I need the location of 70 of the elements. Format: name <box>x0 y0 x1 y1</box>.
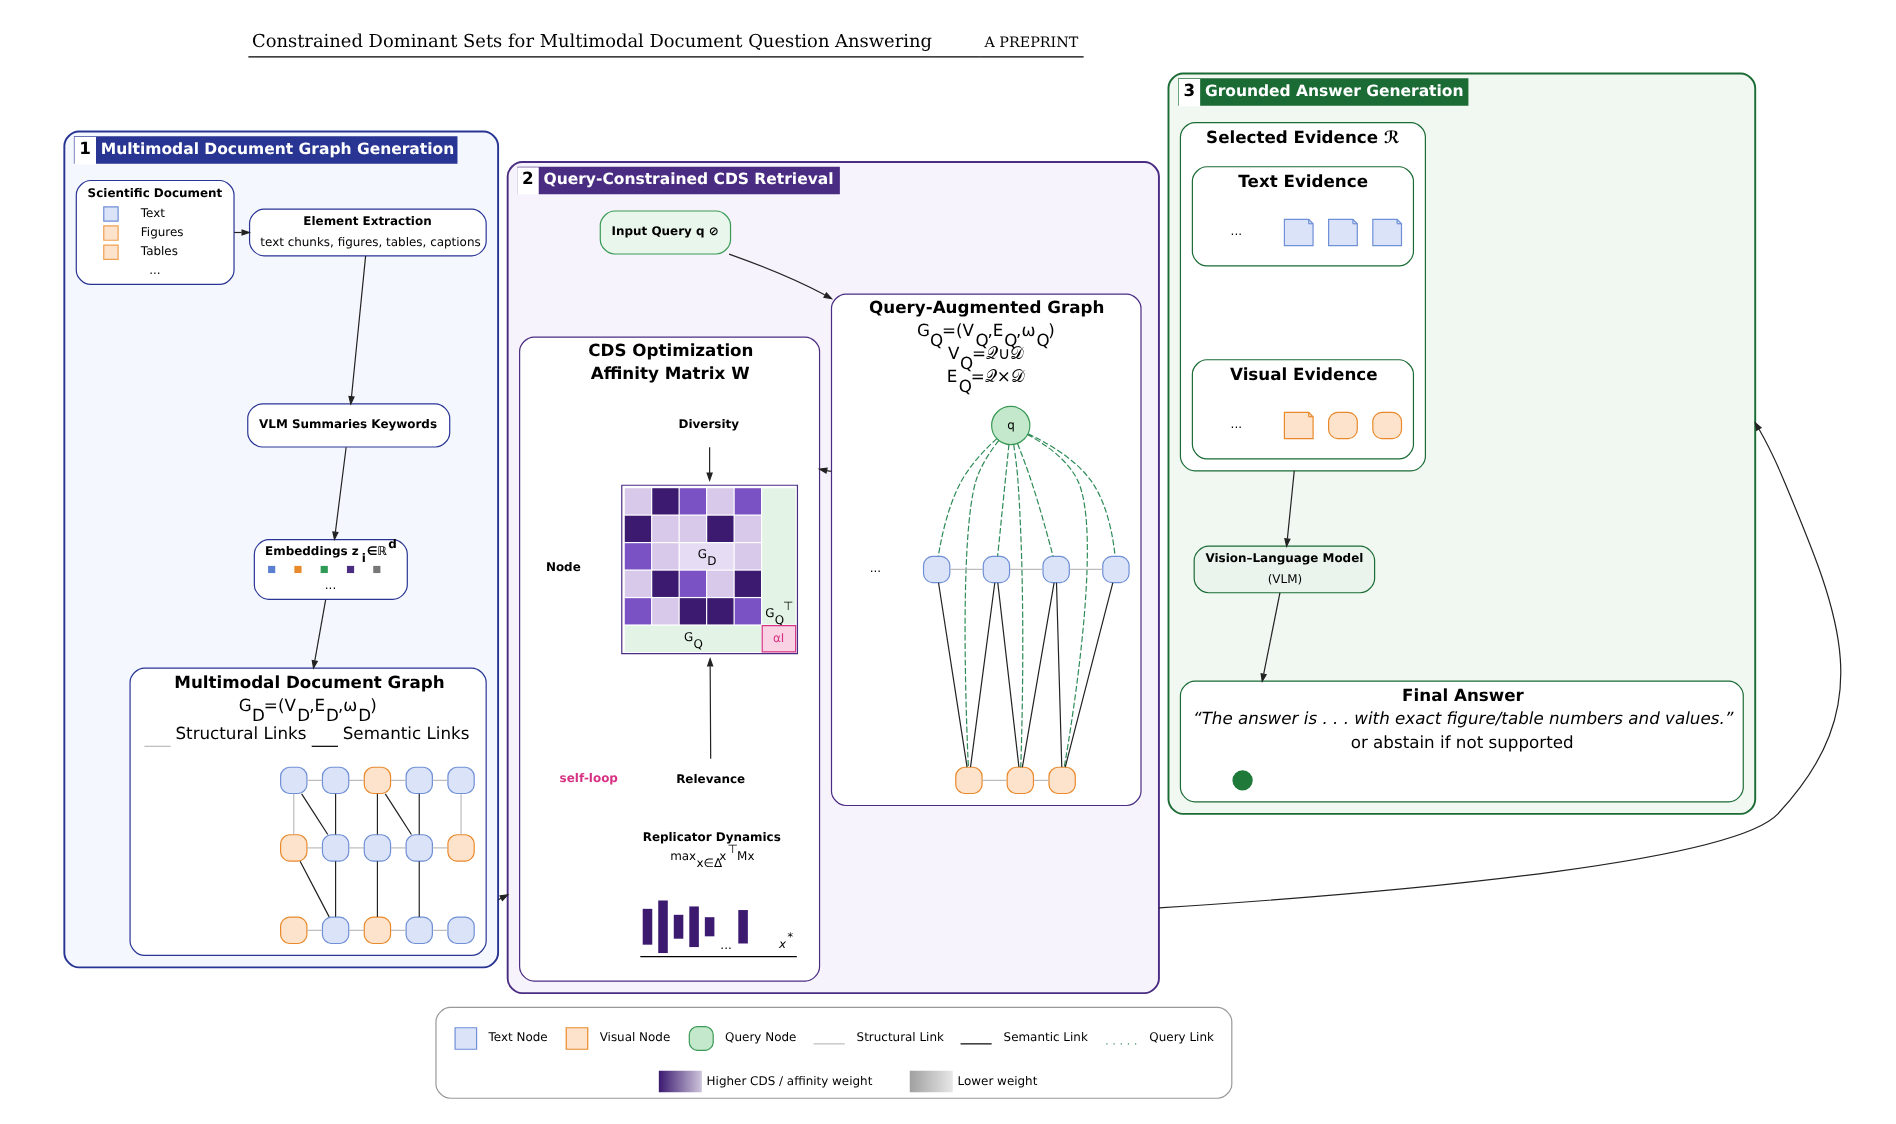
connector <box>1069 568 1104 571</box>
connector <box>969 582 996 768</box>
arrow <box>332 446 347 542</box>
arrow <box>1284 470 1295 548</box>
arrow <box>348 255 367 406</box>
connector <box>418 860 420 918</box>
arrow <box>1158 421 1842 909</box>
arrow <box>706 446 713 483</box>
connector <box>937 582 968 768</box>
cluster: Final Answer “The answer is . . . with exact figure/table numbers and values.” or abstain if not supported <box>1179 680 1744 803</box>
node-chart <box>1328 411 1358 440</box>
node-box <box>447 834 475 862</box>
connector <box>997 582 1020 768</box>
node-chart <box>1372 411 1403 440</box>
connector <box>376 793 378 836</box>
connector <box>301 793 329 836</box>
connector <box>1009 568 1044 571</box>
node-box <box>1006 766 1035 795</box>
connector <box>376 860 378 918</box>
connector <box>1055 582 1063 768</box>
connector <box>335 860 337 918</box>
connector <box>384 793 412 836</box>
connector <box>299 860 330 918</box>
connector <box>949 568 984 571</box>
node-box <box>1102 555 1130 584</box>
node-box <box>447 766 475 795</box>
arrow <box>728 253 834 300</box>
node-circle <box>1232 770 1253 791</box>
connector <box>1064 582 1114 768</box>
node-box <box>1042 555 1070 584</box>
arrow <box>706 657 714 760</box>
arrow <box>817 467 833 474</box>
node-box <box>405 766 433 795</box>
node-box <box>363 916 392 945</box>
connector <box>937 438 998 557</box>
node-box <box>280 766 308 795</box>
node-box <box>447 916 475 945</box>
connector <box>335 793 337 836</box>
arrow <box>497 894 510 902</box>
connector <box>1026 434 1088 768</box>
node-box <box>363 834 392 862</box>
arrow <box>1260 592 1281 683</box>
connector <box>418 793 420 836</box>
arrow <box>311 599 327 670</box>
connector <box>460 793 462 836</box>
node-box <box>280 834 308 862</box>
connector <box>293 793 295 836</box>
node-box <box>405 916 433 945</box>
connector <box>1013 443 1024 768</box>
node-box <box>280 916 308 945</box>
node-box <box>321 916 350 945</box>
node-box <box>922 555 951 584</box>
connector <box>1027 433 1116 557</box>
node-box <box>955 766 983 795</box>
label: Constrained Dominant Sets for Multimodal Document Question Answering <box>251 33 932 54</box>
connector <box>964 440 1000 768</box>
node-box <box>321 766 350 795</box>
connector <box>390 847 407 849</box>
connector <box>997 444 1010 557</box>
connector <box>432 847 449 849</box>
node-box <box>321 834 350 862</box>
node-box <box>405 834 433 862</box>
node-box <box>1048 766 1076 795</box>
connector <box>306 847 323 849</box>
connector <box>1016 442 1054 557</box>
node-box <box>363 766 392 795</box>
connector <box>348 847 365 849</box>
connector <box>981 779 1008 781</box>
node-box <box>982 555 1011 584</box>
connector <box>1021 582 1055 768</box>
